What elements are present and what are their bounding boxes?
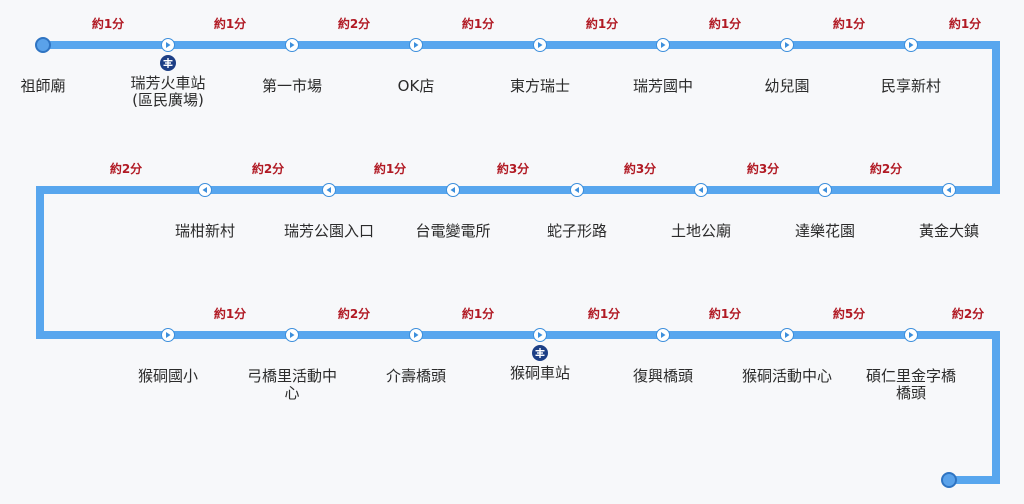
travel-time-label: 約1分	[948, 17, 982, 31]
arrow-right-icon[interactable]	[656, 38, 670, 52]
travel-time-label: 約1分	[585, 17, 619, 31]
stop-name[interactable]: 猴硐車站	[509, 364, 570, 382]
arrow-right-icon[interactable]	[409, 38, 423, 52]
travel-time-label: 約1分	[373, 162, 407, 176]
route-line-turn-2	[36, 186, 44, 339]
stop-name[interactable]: 瑞柑新村	[174, 222, 235, 240]
stop-name[interactable]: 猴硐國小	[137, 367, 198, 385]
travel-time-label: 約1分	[213, 17, 247, 31]
arrow-right-icon[interactable]	[780, 38, 794, 52]
travel-time-label: 約5分	[832, 307, 866, 321]
arrow-left-icon[interactable]	[694, 183, 708, 197]
arrow-left-icon[interactable]	[942, 183, 956, 197]
stop-name[interactable]: 東方瑞士	[509, 77, 570, 95]
stop-name[interactable]: 土地公廟	[670, 222, 731, 240]
travel-time-label: 約2分	[869, 162, 903, 176]
stop-name[interactable]: 瑞芳國中	[632, 77, 693, 95]
stop-name[interactable]: 台電變電所	[415, 222, 491, 240]
arrow-right-icon[interactable]	[780, 328, 794, 342]
travel-time-label: 約1分	[461, 17, 495, 31]
arrow-right-icon[interactable]	[656, 328, 670, 342]
travel-time-label: 約1分	[587, 307, 621, 321]
travel-time-label: 約3分	[746, 162, 780, 176]
stop-name[interactable]: 黃金大鎮	[918, 222, 979, 240]
stop-name[interactable]: 第一市場	[261, 77, 322, 95]
route-line-tail	[992, 331, 1000, 480]
travel-time-label: 約1分	[708, 17, 742, 31]
terminal-stop-icon[interactable]	[35, 37, 51, 53]
arrow-left-icon[interactable]	[198, 183, 212, 197]
arrow-left-icon[interactable]	[818, 183, 832, 197]
travel-time-label: 約3分	[623, 162, 657, 176]
travel-time-label: 約3分	[496, 162, 530, 176]
travel-time-label: 約1分	[708, 307, 742, 321]
arrow-right-icon[interactable]	[409, 328, 423, 342]
stop-name[interactable]: 碩仁里金字橋橋頭	[865, 367, 956, 402]
stop-name[interactable]: 達樂花園	[794, 222, 855, 240]
travel-time-label: 約2分	[337, 307, 371, 321]
arrow-right-icon[interactable]	[904, 38, 918, 52]
stop-name[interactable]: 弓橋里活動中心	[246, 367, 337, 402]
travel-time-label: 約1分	[213, 307, 247, 321]
arrow-left-icon[interactable]	[570, 183, 584, 197]
stop-name[interactable]: 復興橋頭	[632, 367, 693, 385]
arrow-right-icon[interactable]	[533, 328, 547, 342]
travel-time-label: 約2分	[251, 162, 285, 176]
travel-time-label: 約2分	[109, 162, 143, 176]
travel-time-label: 約2分	[951, 307, 985, 321]
train-station-icon	[532, 345, 548, 361]
arrow-right-icon[interactable]	[904, 328, 918, 342]
arrow-right-icon[interactable]	[285, 328, 299, 342]
stop-name[interactable]: 猴硐活動中心	[741, 367, 832, 385]
stop-name[interactable]: 祖師廟	[20, 77, 66, 95]
route-line-turn-1	[992, 41, 1000, 194]
stop-name[interactable]: 幼兒園	[764, 77, 810, 95]
route-line-row-1	[43, 41, 1000, 49]
terminal-stop-icon[interactable]	[941, 472, 957, 488]
arrow-right-icon[interactable]	[161, 328, 175, 342]
arrow-left-icon[interactable]	[446, 183, 460, 197]
stop-name[interactable]: 蛇子形路	[546, 222, 607, 240]
travel-time-label: 約1分	[461, 307, 495, 321]
stop-name[interactable]: 瑞芳火車站(區民廣場)	[130, 74, 206, 109]
route-line-row-3	[36, 331, 1000, 339]
stop-name[interactable]: 介壽橋頭	[385, 367, 446, 385]
travel-time-label: 約1分	[832, 17, 866, 31]
travel-time-label: 約1分	[91, 17, 125, 31]
stop-name[interactable]: 民享新村	[880, 77, 941, 95]
stop-name[interactable]: OK店	[397, 77, 435, 95]
arrow-left-icon[interactable]	[322, 183, 336, 197]
arrow-right-icon[interactable]	[161, 38, 175, 52]
arrow-right-icon[interactable]	[285, 38, 299, 52]
train-station-icon	[160, 55, 176, 71]
stop-name[interactable]: 瑞芳公園入口	[283, 222, 374, 240]
route-line-row-2	[36, 186, 1000, 194]
travel-time-label: 約2分	[337, 17, 371, 31]
arrow-right-icon[interactable]	[533, 38, 547, 52]
route-line-end	[949, 476, 1000, 484]
